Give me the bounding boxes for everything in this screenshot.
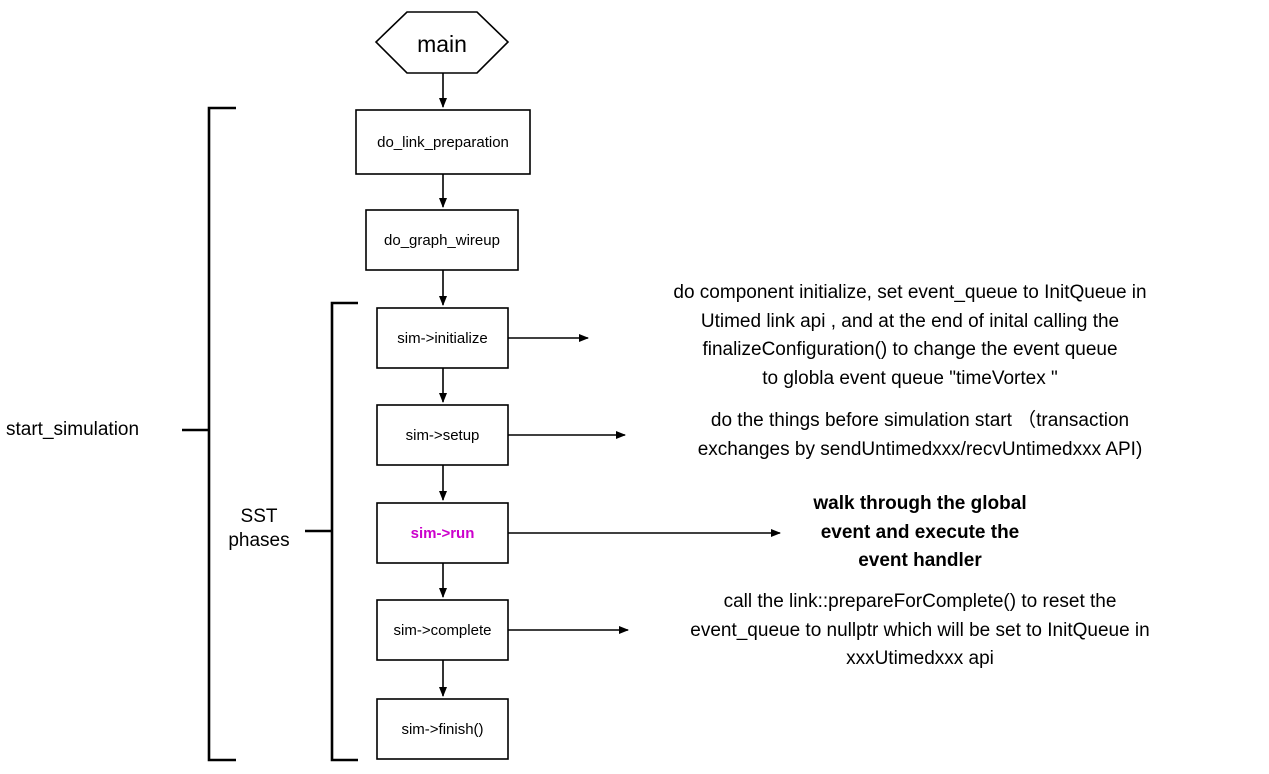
node-main-shape bbox=[374, 11, 510, 74]
node-do_link_preparation-label: do_link_preparation bbox=[377, 134, 509, 151]
node-sim_finish-label: sim->finish() bbox=[401, 721, 484, 738]
bracket-start-simulation bbox=[207, 106, 236, 762]
node-sim_complete-shape bbox=[376, 599, 509, 661]
node-sim_complete-label: sim->complete bbox=[393, 622, 492, 639]
node-sim_run-shape bbox=[376, 502, 509, 564]
node-sim_finish-shape bbox=[376, 698, 509, 760]
note-sim-initialize: do component initialize, set event_queue… bbox=[673, 282, 1147, 389]
node-sim_run-label: sim->run bbox=[410, 525, 475, 542]
node-do_graph_wireup-label: do_graph_wireup bbox=[384, 232, 500, 249]
node-sim_initialize-shape bbox=[376, 307, 509, 369]
bracket-sst-phases bbox=[330, 301, 358, 762]
node-main-label: main bbox=[417, 31, 467, 57]
note-sim-run: walk through the global event and execut… bbox=[813, 493, 1027, 571]
note-sim-setup: do the things before simulation start （t… bbox=[697, 410, 1143, 460]
node-sim_setup-label: sim->setup bbox=[405, 427, 480, 444]
node-sim_initialize-label: sim->initialize bbox=[397, 330, 488, 347]
bracket-label-start-simulation: start_simulation bbox=[6, 419, 140, 440]
node-sim_setup-shape bbox=[376, 404, 509, 466]
node-do_link_preparation-shape bbox=[355, 109, 531, 175]
node-do_graph_wireup-shape bbox=[365, 209, 519, 271]
note-sim-complete: call the link::prepareForComplete() to r… bbox=[690, 591, 1150, 669]
bracket-label-sst-phases: SST phases bbox=[228, 506, 290, 551]
